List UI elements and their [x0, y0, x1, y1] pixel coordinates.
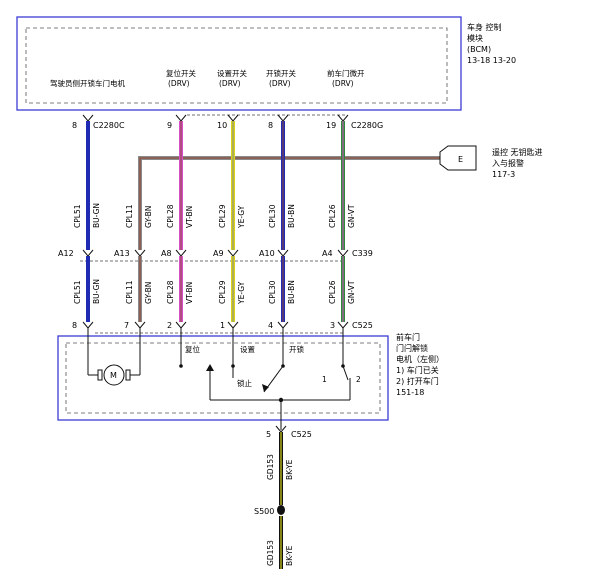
bcm-pin-number: 19 [326, 121, 336, 130]
wire-color-label: BU-BN [287, 280, 296, 304]
bcm-title-line: (BCM) [467, 45, 491, 54]
bcm-pin-number: 9 [167, 121, 172, 130]
motor-symbol [87, 328, 141, 386]
wire-color-label: BU-GN [92, 203, 101, 228]
latch-title-line: 1) 车门已关 [396, 365, 439, 375]
wire-color-label: GY-BN [144, 206, 153, 228]
latch-pin-number: 2 [167, 321, 172, 330]
wire-circuit-label: CPL26 [328, 204, 337, 228]
upper-wire-labels: CPL51 BU-GN CPL11 GY-BN CPL28 VT-BN CPL2… [73, 203, 356, 229]
bcm-title-line: 车身 控制 [467, 22, 502, 32]
latch-page-ref: 151-18 [396, 388, 424, 397]
remote-label: 遥控 无钥匙进 [492, 147, 543, 157]
latch-module-inner-dashed [65, 342, 381, 414]
wire-color-label: BU-GN [92, 279, 101, 304]
bcm-col-label: 开锁开关 [266, 68, 296, 78]
wire-circuit-label: CPL29 [218, 280, 227, 304]
c339-pin-number: A8 [161, 249, 172, 258]
bcm-pin-number: 10 [217, 121, 227, 130]
c339-pin-number: A10 [259, 249, 275, 258]
wire-color-label: GY-BN [144, 282, 153, 304]
wire-color-label: GN-VT [347, 204, 356, 228]
bcm-col-label: (DRV) [219, 79, 241, 88]
latch-module-frame [57, 335, 389, 421]
bcm-col-label: 前车门微开 [327, 68, 365, 78]
wire-color-label: YE-GY [237, 281, 246, 305]
wire-circuit-label: CPL30 [268, 204, 277, 228]
latch-pin-chevrons [82, 321, 349, 329]
switch-position-2: 2 [356, 375, 361, 384]
latch-switch-contacts [179, 364, 345, 403]
bcm-col-label: 驾驶员侧开锁车门电机 [50, 78, 125, 88]
latch-pin-number: 3 [330, 321, 335, 330]
latch-pin-number: 4 [268, 321, 273, 330]
bcm-col-label: (DRV) [332, 79, 354, 88]
latch-connector-name: C525 [352, 321, 373, 330]
switch-label-lock: 锁止 [237, 378, 252, 388]
bcm-col-label: 设置开关 [217, 68, 247, 78]
remote-flag-letter: E [458, 155, 463, 164]
wire-color-label: VT-BN [185, 206, 194, 228]
bcm-col-label: (DRV) [168, 79, 190, 88]
latch-pin-number: 8 [72, 321, 77, 330]
wire-color-label: GN-VT [347, 280, 356, 304]
bcm-col-label: (DRV) [269, 79, 291, 88]
latch-switch-arrows [206, 364, 269, 392]
ground-connector-name: C525 [291, 430, 312, 439]
wire-circuit-label: CPL11 [125, 204, 134, 228]
c339-pin-number: A9 [213, 249, 224, 258]
motor-label: M [110, 371, 117, 380]
splice-label: S500 [254, 507, 274, 516]
ground-color-label: BK-YE [285, 459, 294, 480]
wire-circuit-label: CPL28 [166, 280, 175, 304]
wire-color-label: BU-BN [287, 204, 296, 228]
latch-title-line: 2) 打开车门 [396, 376, 439, 386]
remote-page-ref: 117-3 [492, 170, 515, 179]
latch-pin-number: 1 [220, 321, 225, 330]
latch-title-line: 电机（左侧） [396, 354, 444, 364]
lower-wire-labels: CPL51 BU-GN CPL11 GY-BN CPL28 VT-BN CPL2… [73, 279, 356, 305]
wire-circuit-label: CPL26 [328, 280, 337, 304]
wire-circuit-label: CPL28 [166, 204, 175, 228]
bcm-module-frame [16, 16, 462, 111]
splice-s500 [277, 505, 285, 515]
bcm-pin-number: 8 [268, 121, 273, 130]
wire-color-label: YE-GY [237, 205, 246, 229]
c339-connector-name: C339 [352, 249, 373, 258]
switch-label-set: 设置 [240, 344, 255, 354]
bcm-pin-number: 8 [72, 121, 77, 130]
wire-circuit-label: CPL29 [218, 204, 227, 228]
c339-pin-number: A12 [58, 249, 74, 258]
wire-circuit-label: CPL51 [73, 280, 82, 304]
wire-color-label: VT-BN [185, 282, 194, 304]
bcm-connector-name: C2280G [351, 121, 383, 130]
ground-circuit-label: GD153 [266, 454, 275, 480]
wire-cpl11-to-remote-stripe [139, 157, 440, 160]
c339-pin-number: A13 [114, 249, 130, 258]
latch-title-line: 前车门 [396, 332, 420, 342]
wire-circuit-label: CPL11 [125, 280, 134, 304]
bcm-title-line: 模块 [467, 33, 483, 43]
ground-circuit-label: GD153 [266, 540, 275, 566]
c339-pin-number: A4 [322, 249, 333, 258]
switch-label-unlock: 开锁 [289, 344, 304, 354]
bcm-module-inner-dashed [25, 27, 448, 104]
ground-pin-number: 5 [266, 430, 271, 439]
wire-circuit-label: CPL51 [73, 204, 82, 228]
ground-color-label: BK-YE [285, 545, 294, 566]
remote-flag-box [439, 145, 477, 171]
latch-title-line: 门闩解锁 [396, 343, 428, 353]
wire-circuit-label: CPL30 [268, 280, 277, 304]
bcm-connector-name: C2280C [93, 121, 125, 130]
bcm-page-refs: 13-18 13-20 [467, 56, 516, 65]
latch-pin-number: 7 [124, 321, 129, 330]
remote-label: 入与报警 [492, 158, 524, 168]
bcm-col-label: 复位开关 [166, 68, 196, 78]
switch-position-1: 1 [322, 375, 327, 384]
switch-label-reset: 复位 [185, 344, 200, 354]
